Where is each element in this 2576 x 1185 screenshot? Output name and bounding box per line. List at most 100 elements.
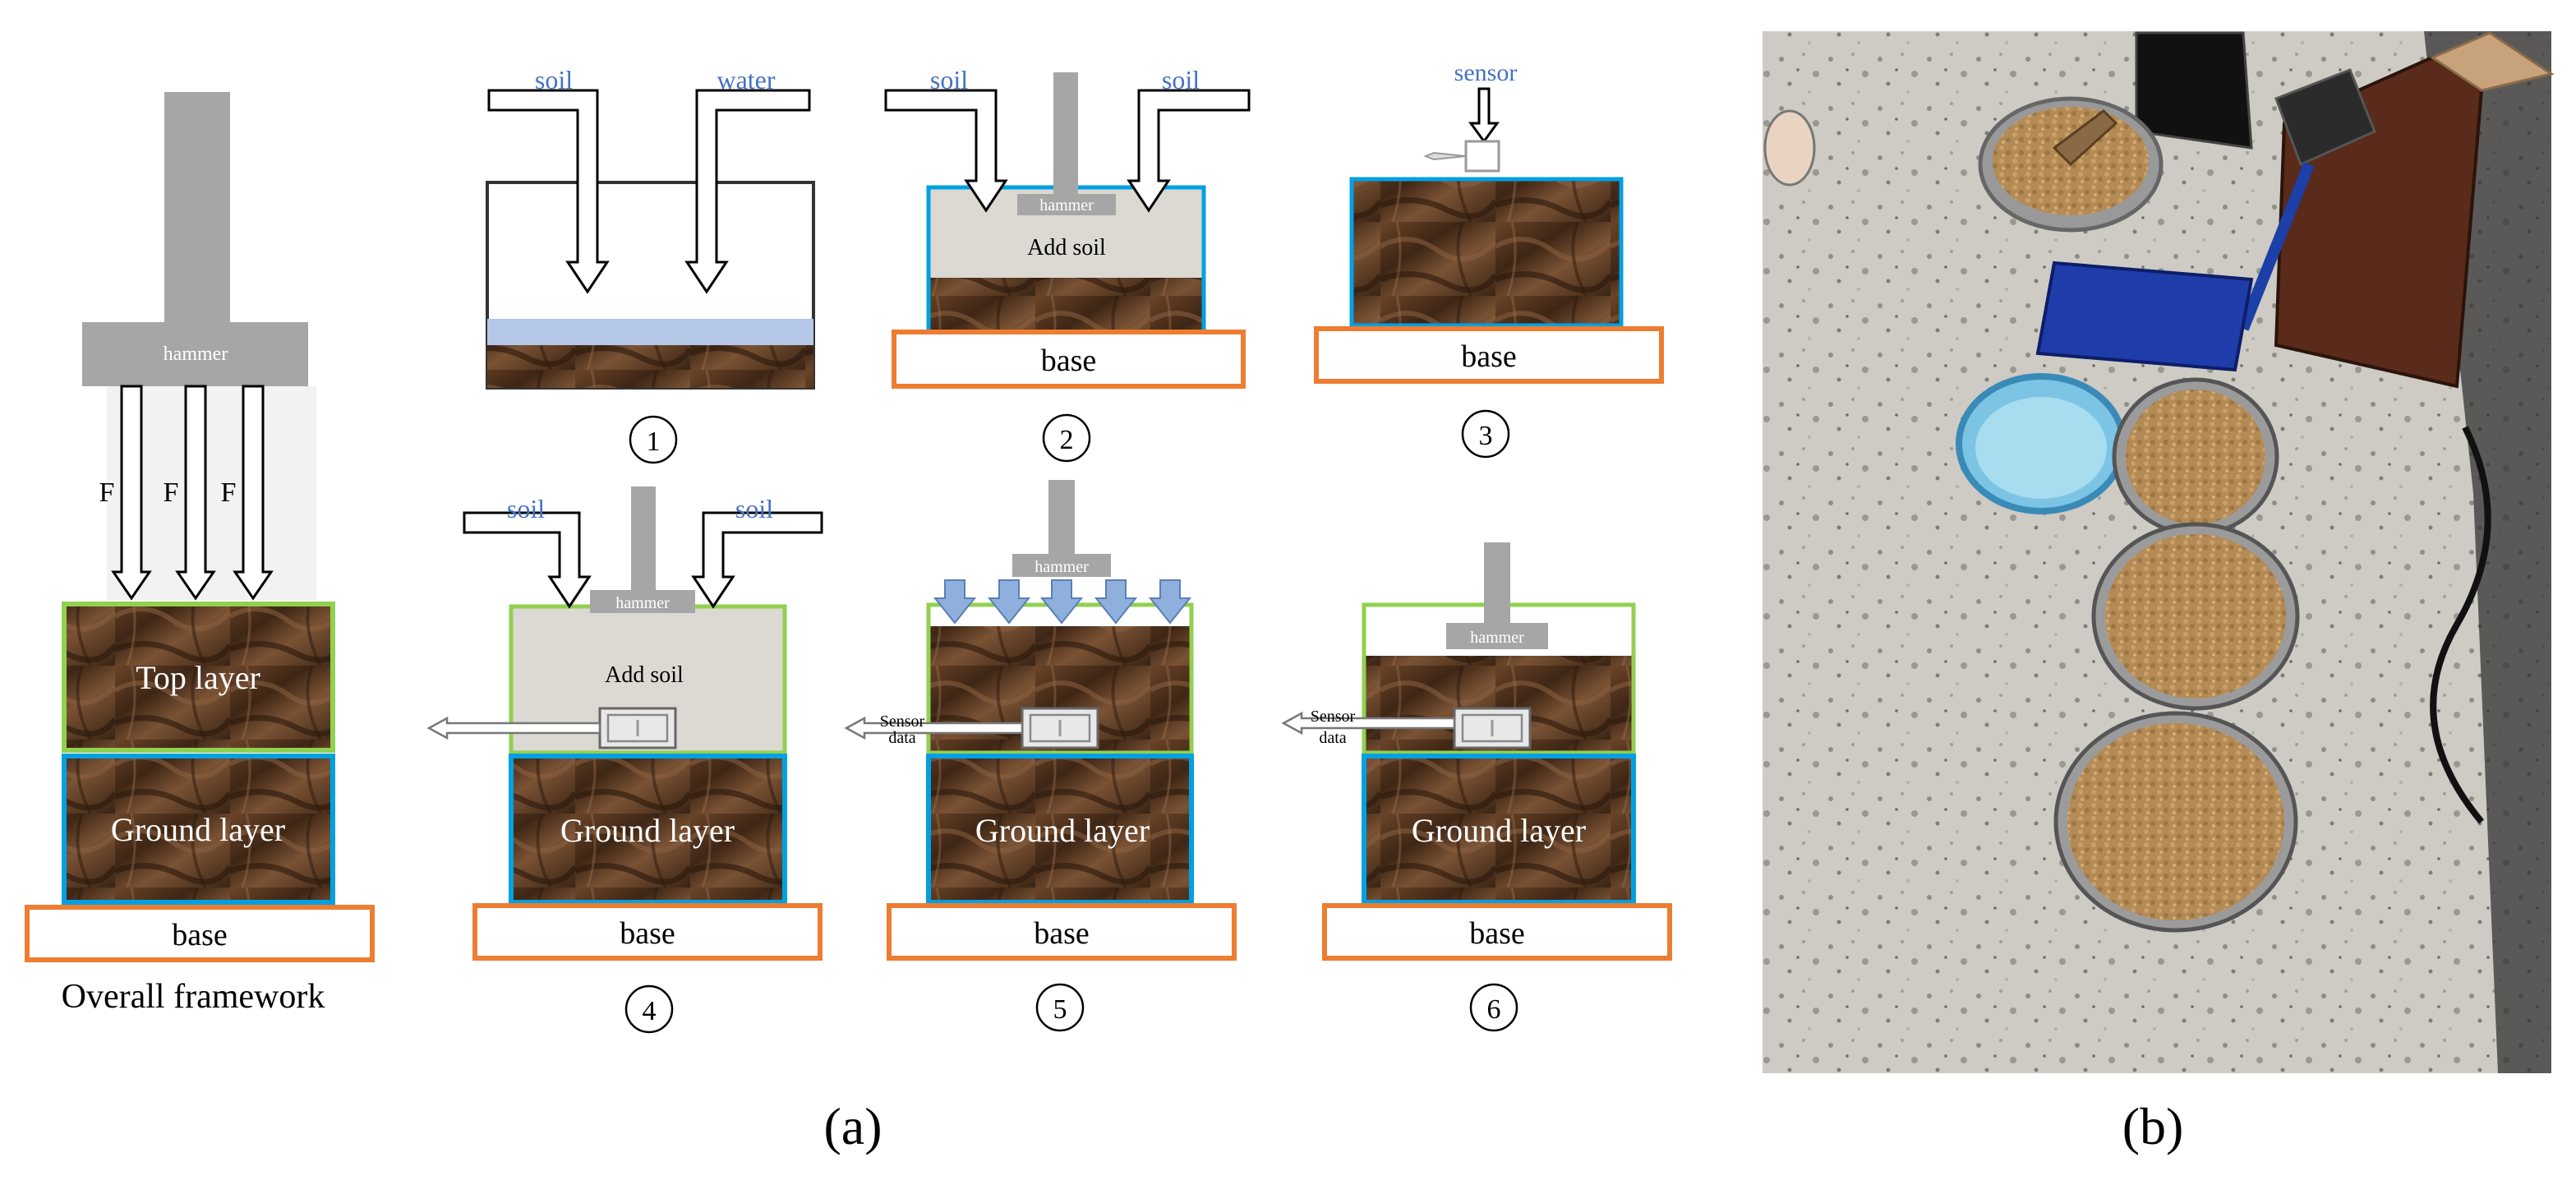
- step2-soil: [929, 278, 1204, 334]
- overall-force-arrow-1: [175, 385, 216, 601]
- step6-hammer-head: [1446, 623, 1548, 649]
- step6-sensor-label-2: data: [1319, 729, 1346, 747]
- step2-hammer-head: [1017, 194, 1116, 215]
- overall-top-layer-label: Top layer: [136, 659, 260, 696]
- step2-soil-arrow-left: [884, 89, 1008, 213]
- step2-base-box: [892, 330, 1246, 389]
- step6-base-box: [1322, 903, 1672, 961]
- step4-fill-label: Add soil: [605, 662, 684, 688]
- step5-ground-soil: [929, 756, 1191, 902]
- step5-pressure-arrow-2: [1039, 579, 1084, 625]
- step4-sensor-arrow: [426, 716, 601, 740]
- overall-force-label-1: F: [164, 477, 179, 508]
- step6-ground-label: Ground layer: [1412, 812, 1586, 849]
- step3-soil: [1352, 179, 1621, 325]
- step4-ground-soil: [511, 756, 785, 902]
- step4-base-box: [472, 903, 823, 961]
- step6-ground-soil: [1364, 756, 1634, 902]
- overall-force-label-2: F: [221, 477, 237, 508]
- step2-soil-arrow-right: [1127, 89, 1251, 213]
- step5-sensor-label-2: data: [888, 729, 915, 747]
- step6-base-label: base: [1469, 916, 1525, 951]
- step4-soil-arrow-right: [691, 511, 823, 609]
- step3-number: 3: [1479, 421, 1493, 451]
- step3-sensor-probe: [1423, 151, 1467, 161]
- photo-scale-post: [2237, 162, 2315, 331]
- overall-hammer-label: hammer: [164, 344, 228, 365]
- photo-cardboard: [2429, 31, 2555, 92]
- step6-hammer-label: hammer: [1470, 629, 1524, 647]
- step5-pressure-arrow-1: [987, 579, 1031, 625]
- step5-pressure-arrow-0: [933, 579, 977, 625]
- step5-sensor-inner: [1029, 713, 1091, 743]
- step2-hammer-label: hammer: [1039, 196, 1094, 214]
- step1-water: [487, 319, 813, 345]
- step6-ground-border: [1362, 754, 1636, 905]
- step2-soil-label-left: soil: [930, 65, 968, 95]
- step3-circle: [1461, 409, 1510, 459]
- step4-hammer-head: [590, 590, 695, 613]
- overall-force-arrow-0: [111, 385, 152, 601]
- step5-hammer-head: [1012, 554, 1111, 577]
- step5-base-box: [887, 903, 1237, 961]
- step1-soil: [487, 345, 813, 388]
- step4-soil-arrow-left: [463, 511, 592, 609]
- step4-number: 4: [643, 996, 657, 1026]
- step5-sensor-label-1: Sensor: [880, 712, 925, 731]
- step5-pressure-arrow-4: [1148, 579, 1192, 625]
- step4-soil-label-left: soil: [507, 494, 545, 523]
- photo-grain-0: [2126, 390, 2265, 524]
- step5-circle: [1035, 983, 1085, 1032]
- step1-soil-label: soil: [535, 65, 573, 95]
- panel-b-caption: (b): [2122, 1097, 2184, 1155]
- overall-hammer-head: [82, 322, 308, 386]
- step6-circle: [1469, 983, 1518, 1032]
- photo-scale-platform: [2035, 261, 2254, 372]
- step1-water-label: water: [717, 65, 775, 95]
- overall-force-label-0: F: [99, 477, 115, 508]
- photo-black-box: [2135, 31, 2253, 150]
- photo-panel: [1763, 31, 2555, 1073]
- step3-container: [1349, 177, 1624, 328]
- step5-number: 5: [1053, 994, 1067, 1025]
- step2-fill-label: Add soil: [1027, 235, 1106, 261]
- photo-grain-2: [2067, 723, 2284, 920]
- photo-grain-1: [2105, 534, 2286, 699]
- step3-sensor-label: sensor: [1454, 59, 1518, 86]
- photo-scoop: [2052, 109, 2118, 167]
- step3-sensor-body: [1464, 140, 1500, 173]
- step3-base-label: base: [1461, 339, 1517, 374]
- step4-hammer-handle: [631, 486, 656, 593]
- photo-shoe: [1763, 109, 1816, 187]
- panel-a-caption: (a): [823, 1097, 882, 1155]
- step6-sensor-label-1: Sensor: [1311, 708, 1356, 726]
- step4-sensor-inner: [606, 713, 669, 743]
- overall-top-layer-border: [62, 602, 335, 753]
- step2-hammer-handle: [1053, 72, 1078, 194]
- overall-hammer-handle: [164, 92, 230, 322]
- step6-sensor-arrow: [1281, 711, 1456, 735]
- overall-ground-layer-soil: [64, 756, 333, 902]
- step3-sensor-arrow: [1468, 87, 1500, 144]
- step4-hammer-label: hammer: [615, 594, 670, 612]
- photo-water-surface: [1975, 397, 2107, 499]
- step4-circle: [624, 984, 674, 1034]
- overall-base-box: [25, 905, 375, 962]
- step4-base-label: base: [620, 916, 675, 951]
- step2-number: 2: [1060, 425, 1074, 455]
- step1-number: 1: [647, 427, 661, 457]
- step4-ground-border: [509, 754, 787, 905]
- photo-scale-display: [2274, 68, 2376, 167]
- step1-soil-arrow: [487, 89, 610, 294]
- overall-caption: Overall framework: [62, 978, 325, 1016]
- step5-ground-border: [926, 754, 1194, 905]
- step5-sensor-arrow: [844, 716, 1024, 740]
- step4-ground-label: Ground layer: [560, 812, 735, 849]
- step2-base-label: base: [1041, 344, 1097, 378]
- overall-ground-layer-border: [62, 754, 335, 905]
- step4-soil-label-right: soil: [735, 494, 773, 523]
- step2-circle: [1042, 413, 1091, 463]
- step5-ground-label: Ground layer: [975, 812, 1150, 849]
- step5-base-label: base: [1034, 916, 1090, 951]
